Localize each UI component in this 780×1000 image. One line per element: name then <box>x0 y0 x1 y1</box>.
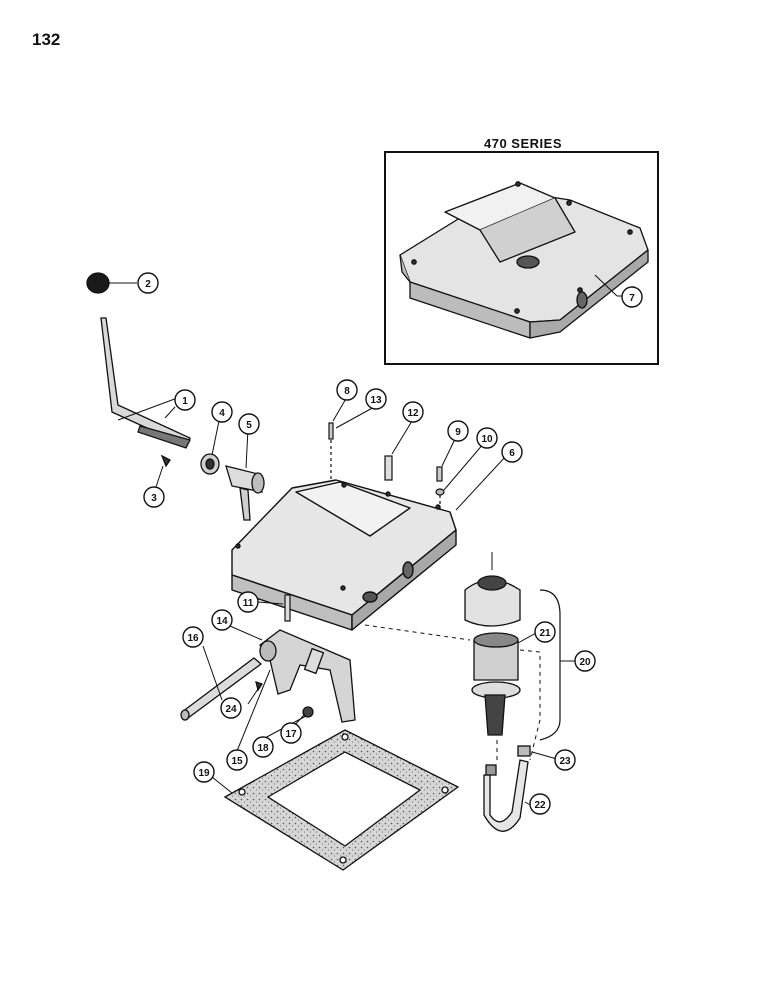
leader-lines <box>154 295 622 807</box>
callout-11: 11 <box>237 591 259 613</box>
svg-text:6: 6 <box>509 448 515 459</box>
svg-text:22: 22 <box>534 800 546 811</box>
gasket-part <box>223 729 460 871</box>
svg-text:8: 8 <box>344 386 350 397</box>
callout-22: 22 <box>529 793 551 815</box>
callout-3: 3 <box>143 486 165 508</box>
inset-cover-part <box>399 181 649 339</box>
svg-text:16: 16 <box>187 633 199 644</box>
callout-18: 18 <box>252 736 274 758</box>
svg-text:15: 15 <box>231 756 243 767</box>
svg-text:14: 14 <box>216 616 228 627</box>
hose-and-fitting <box>483 745 531 832</box>
svg-text:9: 9 <box>455 427 461 438</box>
assembly-lines <box>364 624 541 761</box>
callout-19: 19 <box>193 761 215 783</box>
inset-frame <box>384 151 659 365</box>
callouts: 1 2 3 4 5 6 7 8 9 10 11 12 13 14 15 16 1… <box>137 272 643 815</box>
svg-text:23: 23 <box>559 756 571 767</box>
svg-text:2: 2 <box>145 279 151 290</box>
svg-text:17: 17 <box>285 729 297 740</box>
callout-24: 24 <box>220 697 242 719</box>
svg-text:20: 20 <box>579 657 591 668</box>
bracket-20 <box>539 589 561 741</box>
svg-text:24: 24 <box>225 704 237 715</box>
callout-16: 16 <box>182 626 204 648</box>
callout-13: 13 <box>365 388 387 410</box>
svg-text:19: 19 <box>198 768 210 779</box>
callout-17: 17 <box>280 722 302 744</box>
callout-15: 15 <box>226 749 248 771</box>
svg-text:7: 7 <box>629 293 635 304</box>
shift-lever <box>86 272 191 468</box>
callout-20: 20 <box>574 650 596 672</box>
svg-text:1: 1 <box>182 396 188 407</box>
washer-and-coupling <box>200 453 265 521</box>
callout-4: 4 <box>211 401 233 423</box>
shift-fork-and-rail <box>180 629 356 723</box>
svg-text:21: 21 <box>539 628 551 639</box>
svg-text:12: 12 <box>407 408 419 419</box>
callout-7: 7 <box>621 286 643 308</box>
callout-10: 10 <box>476 427 498 449</box>
page-number: 132 <box>32 30 61 49</box>
svg-text:18: 18 <box>257 743 269 754</box>
inset-title: 470 SERIES <box>484 136 562 151</box>
callout-2: 2 <box>137 272 159 294</box>
svg-text:11: 11 <box>243 598 254 609</box>
callout-6: 6 <box>501 441 523 463</box>
thermostat-assembly <box>464 552 521 736</box>
callout-23: 23 <box>554 749 576 771</box>
main-cover-part <box>231 479 457 631</box>
svg-text:4: 4 <box>219 408 225 419</box>
callout-1: 1 <box>174 389 196 411</box>
svg-text:13: 13 <box>370 395 382 406</box>
svg-text:5: 5 <box>246 420 252 431</box>
callout-12: 12 <box>402 401 424 423</box>
callout-14: 14 <box>211 609 233 631</box>
callout-9: 9 <box>447 420 469 442</box>
callout-21: 21 <box>534 621 556 643</box>
svg-text:3: 3 <box>151 493 157 504</box>
svg-text:10: 10 <box>481 434 493 445</box>
callout-5: 5 <box>238 413 260 435</box>
cover-pins <box>284 422 445 622</box>
callout-8: 8 <box>336 379 358 401</box>
